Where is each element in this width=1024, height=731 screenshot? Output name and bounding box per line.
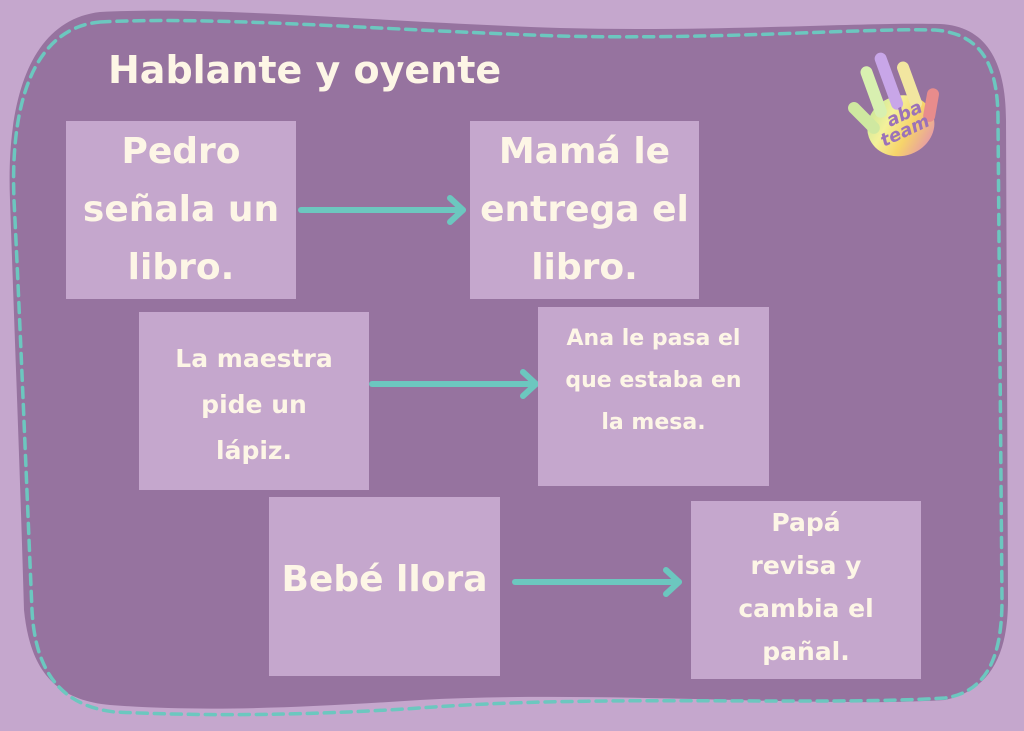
speaker-text-3: Bebé llora: [281, 559, 488, 600]
listener-card-1: Mamá le entrega el libro.: [470, 121, 699, 299]
dashed-border: [11, 18, 1004, 717]
speaker-card-3: Bebé llora: [269, 497, 500, 676]
listener-text-3: Papá revisa y cambia el pañal.: [738, 508, 874, 666]
listener-card-2: Ana le pasa el que estaba en la mesa.: [538, 307, 769, 486]
listener-card-3: Papá revisa y cambia el pañal.: [691, 501, 921, 679]
speaker-text-2: La maestra pide un lápiz.: [175, 344, 333, 465]
page-title: Hablante y oyente: [108, 48, 502, 92]
watercolor-hand-icon: aba team: [848, 52, 939, 157]
listener-text-1: Mamá le entrega el libro.: [480, 131, 689, 288]
speaker-card-1: Pedro señala un libro.: [66, 121, 296, 299]
arrow-right-icon: [369, 369, 539, 399]
listener-text-2: Ana le pasa el que estaba en la mesa.: [565, 325, 742, 435]
arrow-right-icon: [512, 567, 682, 597]
speaker-card-2: La maestra pide un lápiz.: [139, 312, 369, 490]
speaker-text-1: Pedro señala un libro.: [82, 131, 280, 288]
arrow-right-icon: [298, 195, 466, 225]
